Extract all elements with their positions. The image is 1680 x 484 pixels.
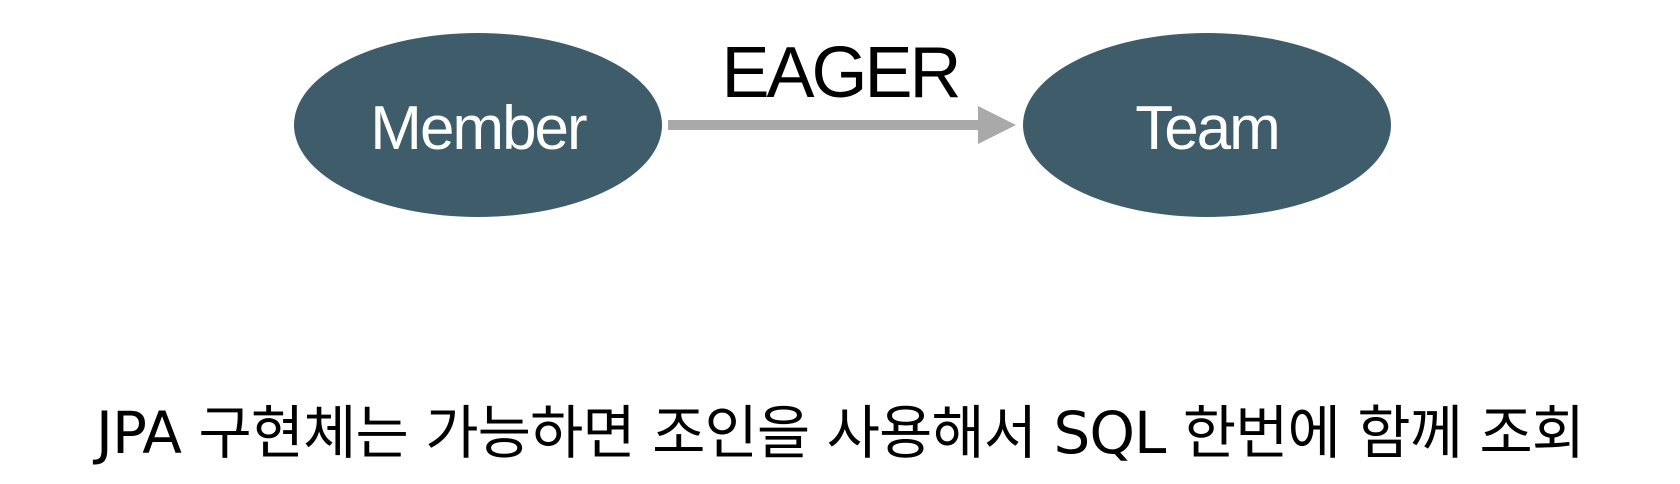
eager-edge-label: EAGER <box>721 33 958 113</box>
eager-arrowhead <box>978 106 1016 144</box>
member-node-label: Member <box>370 94 587 163</box>
member-node-shape <box>294 33 662 217</box>
node-member: Member <box>294 33 662 217</box>
diagram-caption: JPA 구현체는 가능하면 조인을 사용해서 SQL 한번에 함께 조회 <box>95 399 1585 467</box>
team-node-shape <box>1023 33 1391 217</box>
edge-member-to-team: EAGER <box>668 33 1016 144</box>
node-team: Team <box>1023 33 1391 217</box>
team-node-label: Team <box>1135 94 1279 163</box>
